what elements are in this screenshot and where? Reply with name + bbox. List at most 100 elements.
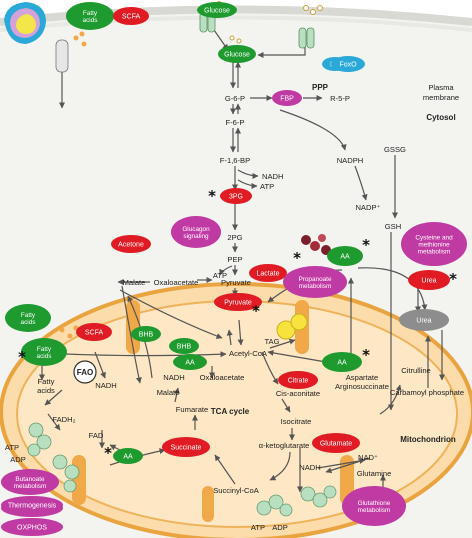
asterisk-marker: * <box>293 249 301 267</box>
metabolite-badges: FattyacidsSCFAGlucoseGlucoseFBPHKFoxO3PG… <box>1 2 467 536</box>
citrate-text: Citrate <box>288 378 309 385</box>
atp-synthase-bottom <box>256 485 337 517</box>
akg-label: α-ketoglutarate <box>259 441 310 450</box>
f16bp-label: F-1,6-BP <box>220 156 250 165</box>
fbp-badge: FBP <box>272 90 302 106</box>
adp-left-label: ADP <box>10 455 26 464</box>
bhb2-text: BHB <box>177 344 192 351</box>
glucose-cyto-text: Glucose <box>224 52 250 59</box>
aa-left-text: AA <box>123 454 133 461</box>
cis-aconitate-label: Cis-aconitate <box>276 389 320 398</box>
acetyl-coa-label: Acetyl-CoA <box>229 349 268 358</box>
glut-transporter-2 <box>298 27 315 49</box>
succinyl-coa-label: Succinyl-CoA <box>213 486 260 495</box>
foxo-badge: FoxO <box>331 56 365 72</box>
succinate-badge: Succinate <box>162 437 210 457</box>
g6p-label: G-6-P <box>225 94 245 103</box>
gsh-label: GSH <box>385 222 401 231</box>
scfa-mito-text: SCFA <box>85 330 104 337</box>
malate-mito-label: Malate <box>157 388 180 397</box>
pg3-badge: 3PG <box>220 188 252 204</box>
pyruvate-mito-text: Pyruvate <box>224 300 252 307</box>
pep-label: PEP <box>227 255 242 264</box>
scfa-top-text: SCFA <box>122 14 141 21</box>
mitochondrion-label: Mitochondrion <box>400 435 456 444</box>
oxaloacetate-mito-label: Oxaloacetate <box>200 373 245 382</box>
nadp-label: NADP⁺ <box>355 203 380 212</box>
glucose-top-badge: Glucose <box>197 2 237 18</box>
asterisk-marker: * <box>252 302 260 320</box>
2pg-label: 2PG <box>227 233 242 242</box>
malate-cyto-label: Malate <box>123 278 146 287</box>
acetone-badge: Acetone <box>111 235 151 253</box>
asterisk-marker: * <box>208 187 216 205</box>
glutamine-label: Glutamine <box>357 469 392 478</box>
glucose-cyto-badge: Glucose <box>218 45 256 63</box>
fao-label: FAO <box>77 368 93 377</box>
r5p-label: R-5-P <box>330 94 350 103</box>
nadph-label: NADPH <box>337 156 364 165</box>
aa-right-badge: AA <box>322 352 362 372</box>
scfa-transporter-top <box>55 39 69 73</box>
adp-bottom-label: ADP <box>272 523 288 532</box>
fad-label: FAD <box>89 431 104 440</box>
bhb2-badge: BHB <box>169 338 199 354</box>
ppp-label: PPP <box>312 83 329 92</box>
asterisk-markers: ******** <box>18 187 457 462</box>
pyruvate-cyto-label: Pyruvate <box>221 278 251 287</box>
aa-right-text: AA <box>337 360 347 367</box>
oxaloacetate-cyto-label: Oxaloacetate <box>154 278 199 287</box>
nadh-glycolysis-label: NADH <box>262 172 284 181</box>
acetone-text: Acetone <box>118 242 144 249</box>
atp-pep-label: ATP <box>213 271 227 280</box>
pyruvate-mito-badge: Pyruvate <box>214 293 262 311</box>
fadh2-label: FADH₂ <box>52 415 75 424</box>
asterisk-marker: * <box>449 270 457 288</box>
gssg-label: GSSG <box>384 145 406 154</box>
asterisk-marker: * <box>362 346 370 364</box>
succinate-text: Succinate <box>171 445 202 452</box>
fatty-acid-droplets <box>59 31 87 339</box>
fao-circle <box>73 360 97 384</box>
asterisk-marker: * <box>18 348 26 366</box>
atp-synthase-left <box>27 422 80 493</box>
atp-bottom-label: ATP <box>251 523 265 532</box>
isocitrate-label: Isocitrate <box>281 417 312 426</box>
f6p-label: F-6-P <box>226 118 245 127</box>
aa-mito-text: AA <box>185 360 195 367</box>
oxphos-badge: OXPHOS <box>1 518 63 536</box>
urea-red-badge: Urea <box>408 270 450 290</box>
asterisk-marker: * <box>104 444 112 462</box>
lactate-badge: Lactate <box>249 264 287 282</box>
urea-grey-text: Urea <box>416 318 431 325</box>
aa-cyto-text: AA <box>340 254 350 261</box>
nadh-bottom-label: NADH <box>299 463 321 472</box>
scfa-mito-badge: SCFA <box>76 323 112 341</box>
fbp-text: FBP <box>280 96 294 103</box>
thermogenesis-badge: Thermogenesis <box>1 496 63 514</box>
glutamate-text: Glutamate <box>320 441 352 448</box>
tag-label: TAG <box>264 337 279 346</box>
urea-grey-badge: Urea <box>399 309 449 331</box>
atp-left-label: ATP <box>5 443 19 452</box>
thermogenesis-text: Thermogenesis <box>8 503 57 510</box>
glutamate-badge: Glutamate <box>312 433 360 453</box>
nadh-tca-label: NADH <box>163 373 185 382</box>
lactate-text: Lactate <box>257 271 280 278</box>
atp-glycolysis-label: ATP <box>260 182 274 191</box>
